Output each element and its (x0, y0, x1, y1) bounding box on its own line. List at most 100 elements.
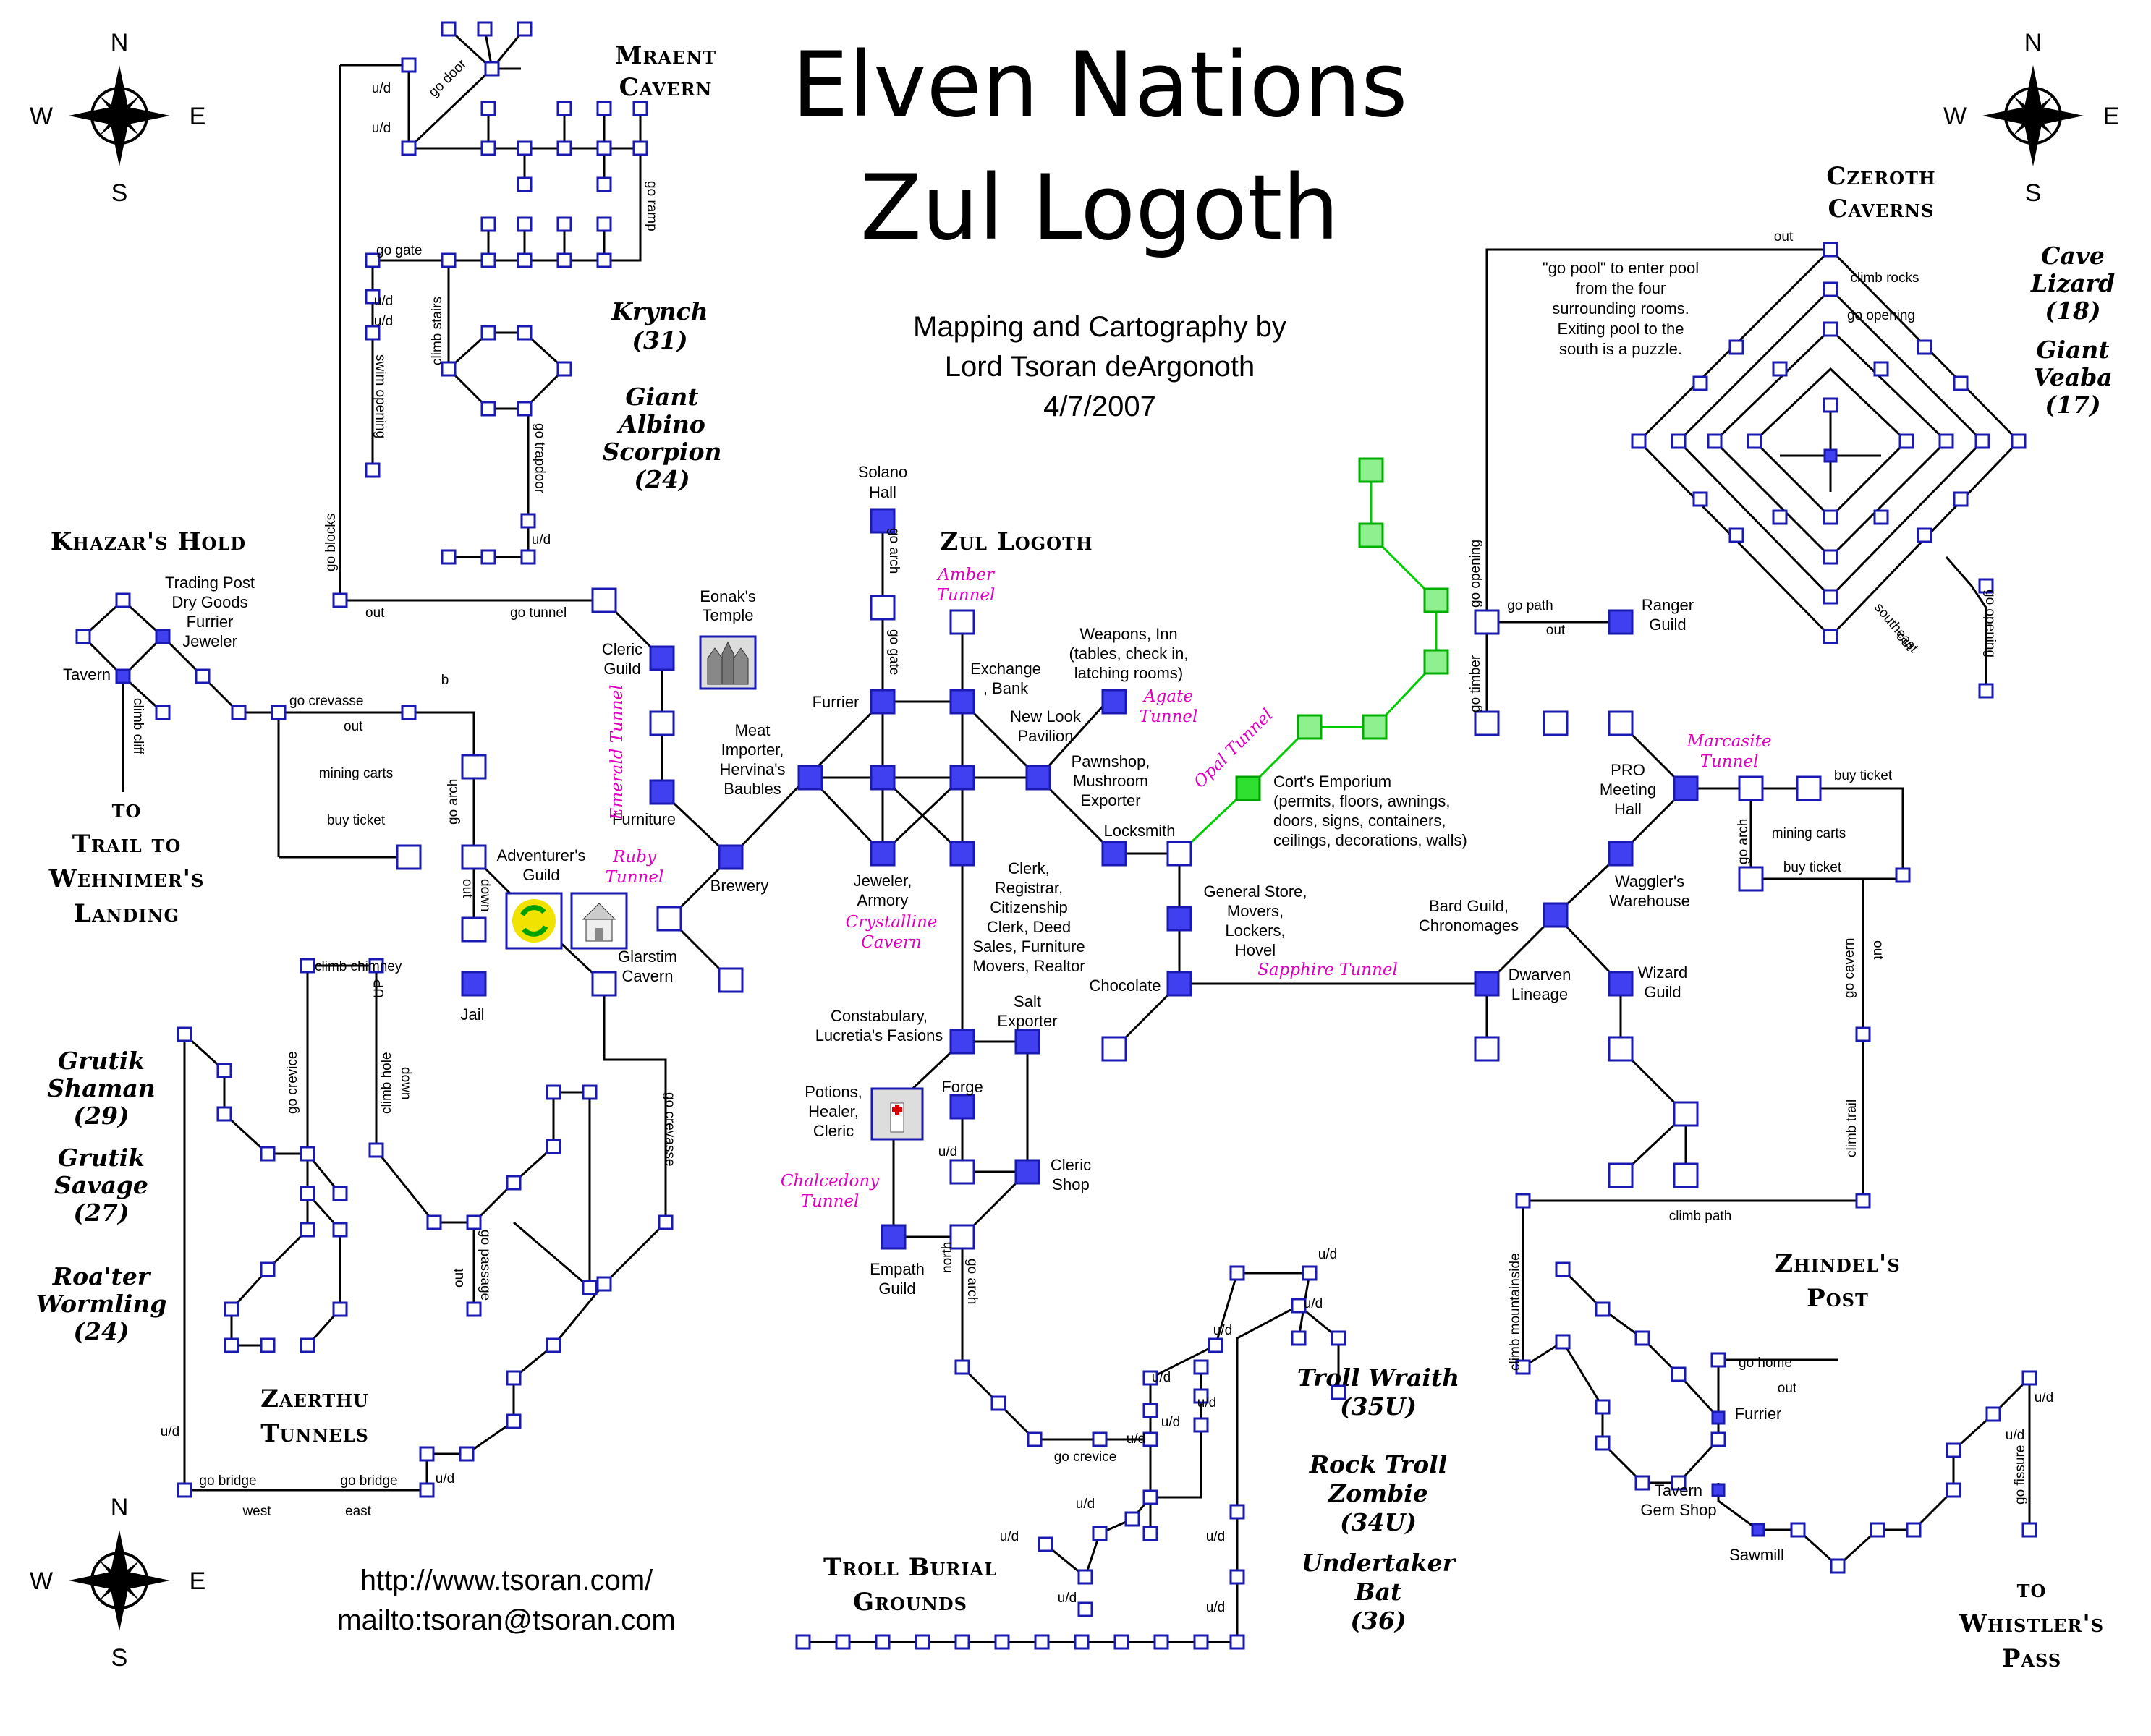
website-link[interactable]: http://www.tsoran.com/ (360, 1565, 653, 1596)
label-tavern: Tavern (63, 665, 111, 684)
map-room (1193, 1417, 1209, 1433)
map-room (1229, 1504, 1245, 1520)
email-link[interactable]: mailto:tsoran@tsoran.com (337, 1604, 675, 1636)
tunnel-marcasite-2: Tunnel (1700, 752, 1759, 771)
map-room (870, 841, 896, 867)
map-rooms (75, 21, 2037, 1650)
path-buy-ticket: buy ticket (1783, 860, 1842, 875)
map-room (596, 101, 612, 116)
path-out: out (344, 719, 363, 734)
map-room (949, 1224, 975, 1250)
label-weapons-3: latching rooms) (1074, 664, 1183, 682)
tunnel-amber-1: Amber (936, 566, 996, 584)
map-room (1953, 375, 1969, 391)
map-room (1738, 866, 1764, 892)
label-bard-2: Chronomages (1419, 916, 1519, 935)
path-ud: u/d (372, 81, 391, 96)
map-room (1543, 710, 1569, 736)
map-room (954, 1359, 970, 1375)
map-room (466, 1214, 482, 1230)
map-room (177, 1482, 192, 1498)
map-room (1855, 1193, 1871, 1209)
region-trail-4: Landing (74, 899, 179, 928)
label-forge: Forge (941, 1078, 983, 1096)
map-room (1671, 433, 1687, 449)
region-zaerthu-2: Tunnels (260, 1419, 369, 1448)
map-room (596, 140, 612, 156)
map-room (1711, 1483, 1726, 1497)
path-southeast: southeast (1871, 600, 1922, 656)
tunnel-chalcedony-1: Chalcedony (781, 1172, 880, 1191)
credit-line3: 4/7/2007 (1043, 391, 1156, 422)
path-out: out (459, 879, 475, 898)
path-ud: u/d (372, 121, 391, 136)
label-meat-3: Hervina's (719, 760, 785, 778)
map-room (1358, 457, 1384, 483)
label-pawnshop-1: Pawnshop, (1072, 752, 1150, 770)
map-room (1978, 683, 1994, 699)
region-czeroth-1: Czeroth (1826, 162, 1935, 191)
house-icon (570, 892, 628, 950)
map-room (1855, 1026, 1871, 1042)
map-room (1634, 1330, 1650, 1346)
label-weapons-1: Weapons, Inn (1079, 625, 1177, 643)
path-ud: u/d (1152, 1370, 1171, 1385)
region-whistler-3: Pass (2002, 1644, 2061, 1673)
path-ud: u/d (1161, 1415, 1180, 1430)
region-khazars-hold: Khazar's Hold (51, 527, 246, 556)
label-exchange-1: Exchange (970, 660, 1041, 678)
map-room (1166, 906, 1192, 932)
map-room (1946, 1442, 1961, 1458)
path-labels: u/d u/d go door go ramp go gate u/d u/d … (130, 56, 2053, 1615)
map-room (224, 1337, 239, 1353)
map-room (1823, 509, 1838, 525)
map-room (1906, 1522, 1922, 1538)
map-room (649, 779, 675, 805)
label-zh-tavern-1: Tavern (1655, 1481, 1702, 1499)
map-room (632, 140, 648, 156)
map-room (419, 1482, 435, 1498)
tunnel-chalcedony-2: Tunnel (801, 1192, 860, 1211)
map-room (517, 176, 533, 192)
map-room (1474, 1036, 1500, 1062)
map-room (480, 325, 496, 341)
map-room (656, 906, 682, 932)
path-ud: u/d (1058, 1591, 1077, 1606)
map-room (517, 21, 533, 37)
map-room (1974, 433, 1990, 449)
path-go-bridge: go bridge (340, 1473, 397, 1489)
tunnel-ruby-2: Tunnel (606, 868, 664, 887)
map-room (332, 1301, 348, 1317)
map-room (480, 549, 496, 565)
label-corts-2: (permits, floors, awnings, (1273, 792, 1451, 810)
map-room (368, 958, 384, 974)
label-cleric-guild-2: Guild (603, 660, 640, 678)
map-room (332, 1186, 348, 1201)
label-meat-4: Baubles (724, 780, 781, 798)
label-corts-3: doors, signs, containers, (1273, 812, 1446, 830)
map-room (1946, 1482, 1961, 1498)
label-clerk-6: Movers, Realtor (972, 957, 1085, 975)
label-eonak-2: Temple (703, 606, 754, 624)
map-room (1751, 1523, 1765, 1537)
map-room (949, 1094, 975, 1120)
region-zul-logoth: Zul Logoth (940, 527, 1093, 556)
map-room (517, 140, 533, 156)
map-room (1823, 629, 1838, 644)
label-pro-meeting-1: PRO (1611, 761, 1645, 779)
path-ud: u/d (2006, 1428, 2024, 1443)
compass-rose-sw: N S E W (30, 1494, 205, 1672)
monster-rock-troll-1: Rock Troll (1309, 1450, 1448, 1478)
map-room (1038, 1536, 1053, 1552)
path-out: out (1870, 940, 1885, 960)
map-room (1034, 1634, 1050, 1650)
map-room (195, 668, 211, 684)
map-room (1710, 1352, 1726, 1368)
map-room (419, 1446, 435, 1462)
tunnel-amber-2: Tunnel (937, 586, 996, 605)
path-go-cavern: go cavern (1842, 938, 1857, 998)
path-ud: u/d (1206, 1600, 1225, 1615)
map-room (1302, 1265, 1318, 1281)
map-room (1671, 1475, 1687, 1491)
